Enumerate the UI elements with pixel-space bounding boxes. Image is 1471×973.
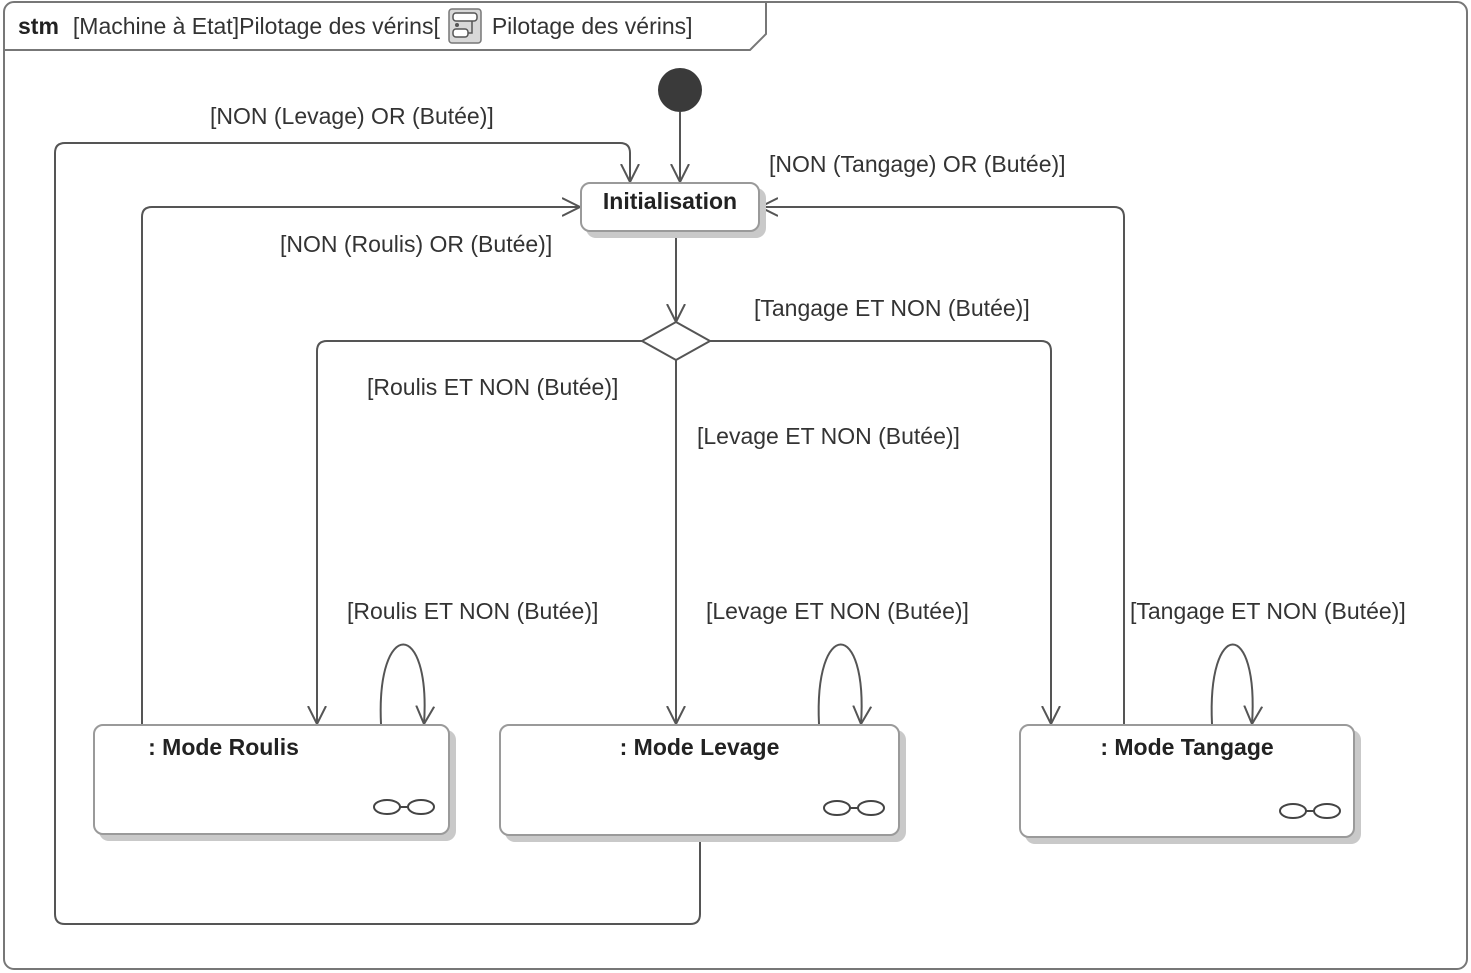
state-initialisation-label: Initialisation xyxy=(602,188,738,214)
guard-tangage-self: [Tangage ET NON (Butée)] xyxy=(1130,598,1406,624)
frame-title: stm [Machine à Etat]Pilotage des vérins[… xyxy=(4,2,693,50)
frame-title-prefix: [Machine à Etat]Pilotage des vérins[ xyxy=(72,12,440,39)
guard-non-levage-or-butee: [NON (Levage) OR (Butée)] xyxy=(210,103,494,129)
submachine-link-icon xyxy=(823,800,885,816)
frame-keyword: stm xyxy=(18,12,59,39)
state-mode-tangage-label: : Mode Tangage xyxy=(1100,734,1274,760)
transition-roulis-to-initialisation[interactable] xyxy=(141,207,580,724)
self-transition-tangage[interactable] xyxy=(1210,643,1253,725)
state-mode-roulis-label: : Mode Roulis xyxy=(148,734,299,760)
guard-non-roulis-or-butee: [NON (Roulis) OR (Butée)] xyxy=(280,231,553,257)
frame-border xyxy=(3,1,1468,970)
state-mode-levage-label: : Mode Levage xyxy=(619,734,780,760)
guard-levage-self: [Levage ET NON (Butée)] xyxy=(706,598,969,624)
state-mode-tangage[interactable]: : Mode Tangage xyxy=(1019,724,1355,838)
transition-choice-to-tangage[interactable] xyxy=(710,340,1051,724)
state-initialisation[interactable]: Initialisation xyxy=(580,182,760,232)
guard-tangage-choice: [Tangage ET NON (Butée)] xyxy=(754,295,1030,321)
submachine-link-icon xyxy=(1279,803,1341,819)
state-mode-roulis[interactable]: : Mode Roulis xyxy=(93,724,450,835)
frame-title-name: Pilotage des vérins] xyxy=(491,12,693,39)
state-mode-levage[interactable]: : Mode Levage xyxy=(499,724,900,836)
frame-title-tab xyxy=(4,2,767,51)
self-transition-roulis[interactable] xyxy=(379,643,425,725)
submachine-link-icon xyxy=(373,799,435,815)
state-machine-icon xyxy=(448,8,482,44)
guard-roulis-self: [Roulis ET NON (Butée)] xyxy=(347,598,599,624)
choice-diamond[interactable] xyxy=(639,320,713,362)
transition-choice-to-roulis[interactable] xyxy=(317,340,642,724)
initial-node[interactable] xyxy=(658,68,702,112)
guard-levage-choice: [Levage ET NON (Butée)] xyxy=(697,423,960,449)
guard-non-tangage-or-butee: [NON (Tangage) OR (Butée)] xyxy=(769,151,1066,177)
self-transition-levage[interactable] xyxy=(817,643,862,725)
transition-tangage-to-initialisation[interactable] xyxy=(760,207,1125,724)
transition-levage-to-initialisation[interactable] xyxy=(54,142,701,925)
guard-roulis-choice: [Roulis ET NON (Butée)] xyxy=(367,374,619,400)
